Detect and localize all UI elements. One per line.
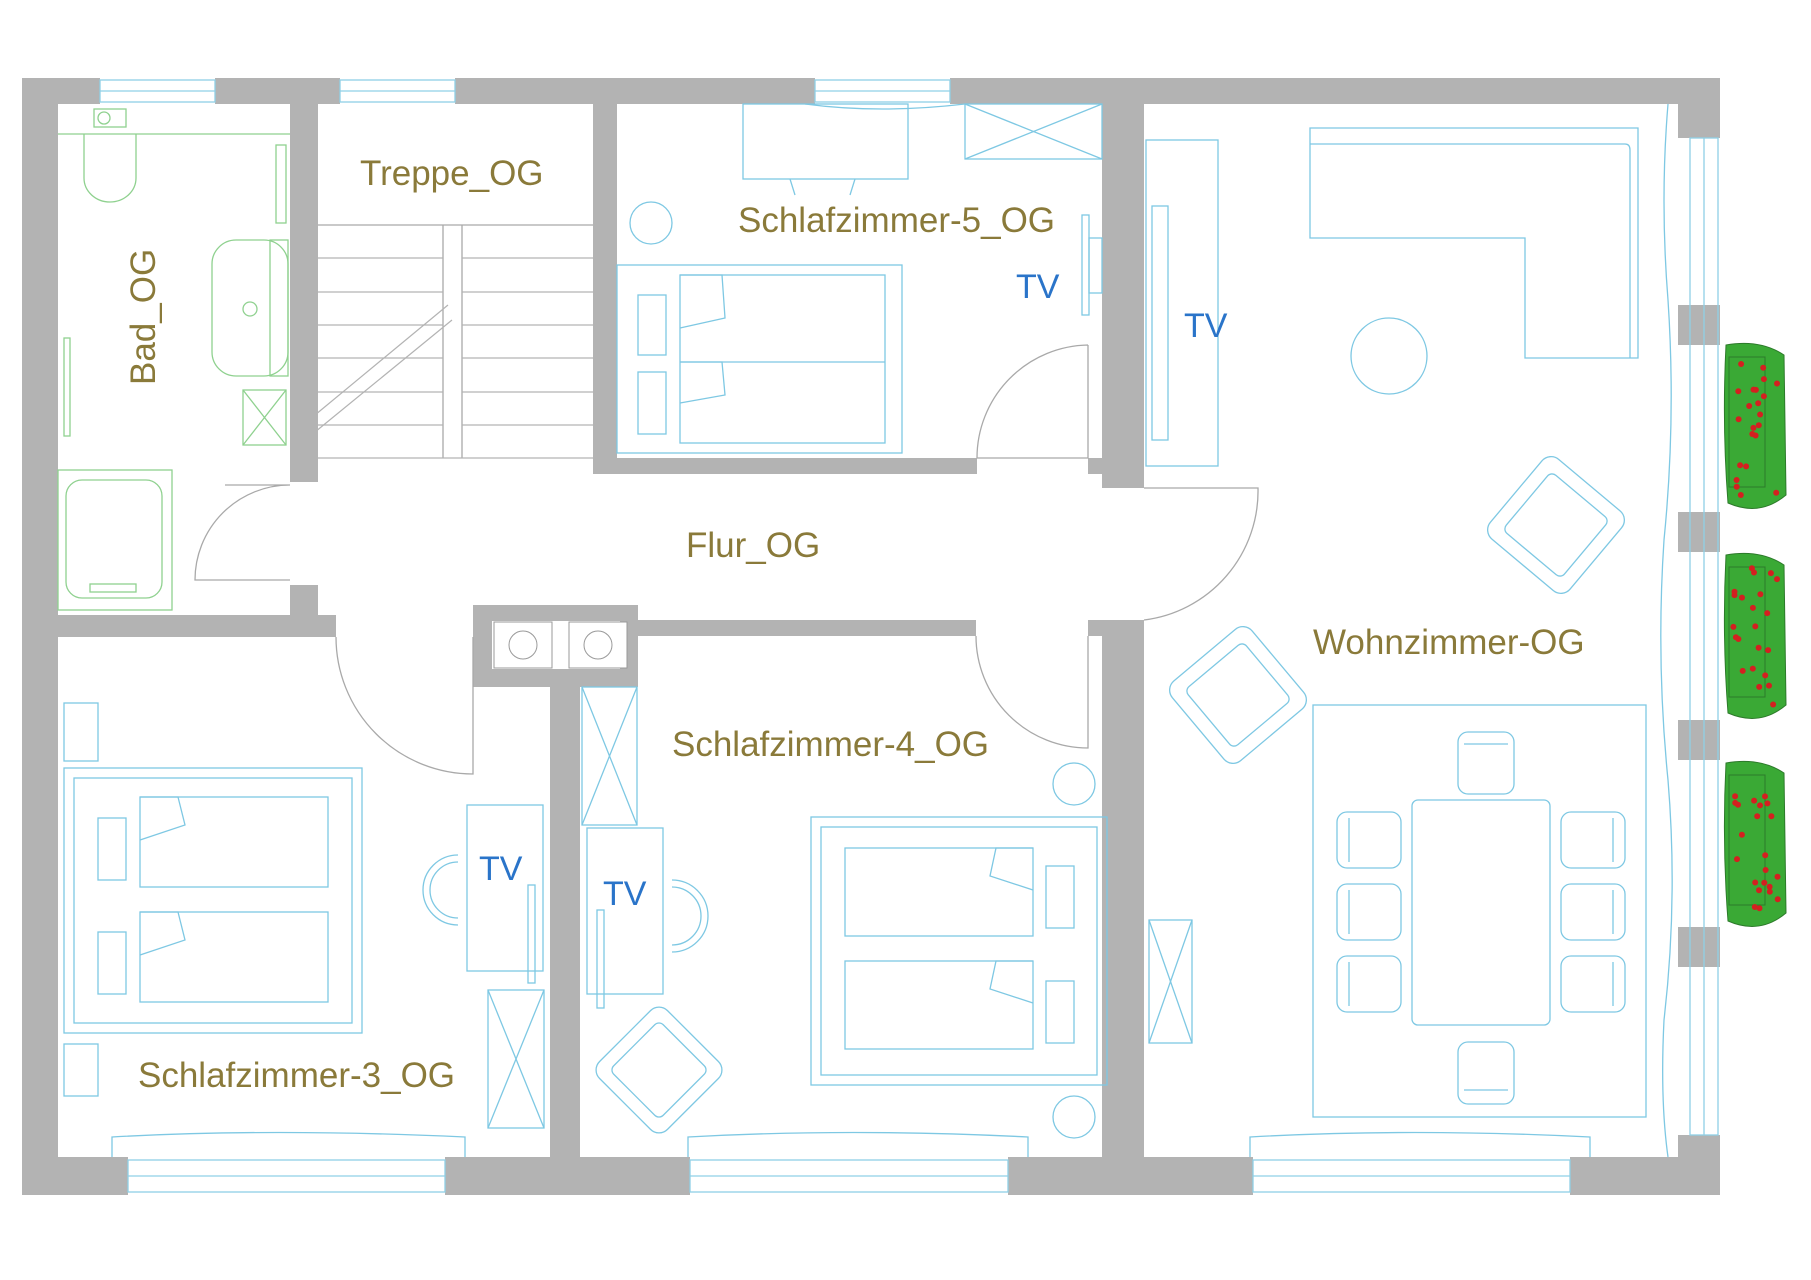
shaft xyxy=(490,619,628,671)
bed3-bed-frame xyxy=(63,767,363,1034)
living-tv-unit xyxy=(1145,139,1219,467)
wall-left xyxy=(22,78,58,1195)
wall-bed3-bed4 xyxy=(550,687,580,1157)
bed5-plant xyxy=(629,201,673,245)
wall-bed5-bottom xyxy=(593,458,977,474)
bathtub xyxy=(57,469,173,611)
living-sofa xyxy=(1309,127,1639,359)
toilet-tank xyxy=(93,108,127,128)
room-label-staircase: Treppe_OG xyxy=(360,154,544,193)
bed4-plant-bottom xyxy=(1052,1095,1096,1139)
wall-right-pier-3 xyxy=(1678,720,1720,760)
bed4-bed-frame xyxy=(810,816,1108,1086)
bed4-plant-top xyxy=(1052,762,1096,806)
wall-stair-bed5 xyxy=(593,104,617,474)
bed3-side-cabinet xyxy=(63,1043,99,1097)
doors xyxy=(194,344,1259,775)
windows xyxy=(99,79,1719,1193)
bedroom4-furniture xyxy=(581,686,1108,1139)
bed3-shelf xyxy=(63,702,99,762)
tv-label-bedroom5: TV xyxy=(1016,268,1060,306)
room-label-bedroom4: Schlafzimmer-4_OG xyxy=(672,725,989,764)
bathroom-fixtures xyxy=(57,108,290,611)
walls xyxy=(22,78,1720,1195)
shower-tray xyxy=(242,389,287,446)
wall-h-left xyxy=(58,615,336,637)
bed3-wardrobe xyxy=(487,989,545,1129)
living-cabinet xyxy=(1148,919,1193,1044)
dining-table xyxy=(1411,799,1551,1026)
tv-label-bedroom3: TV xyxy=(479,850,523,888)
wall-right-pier-4 xyxy=(1678,927,1720,967)
washbasin xyxy=(211,239,289,377)
bed4-armchair xyxy=(595,1006,723,1134)
room-label-bedroom5: Schlafzimmer-5_OG xyxy=(738,201,1055,240)
planters xyxy=(1723,342,1787,927)
bed5-wardrobe xyxy=(964,103,1103,160)
living-armchair-2 xyxy=(1168,625,1308,765)
toilet-bowl xyxy=(83,134,137,203)
bed4-wardrobe xyxy=(581,686,638,826)
living-armchair-1 xyxy=(1486,455,1626,595)
room-label-hallway: Flur_OG xyxy=(686,526,820,565)
bedroom3-furniture xyxy=(63,702,545,1129)
door-living xyxy=(1143,487,1259,621)
room-label-bathroom: Bad_OG xyxy=(124,249,163,385)
wall-h-bed4-top xyxy=(638,620,976,636)
bedroom5-furniture xyxy=(616,103,1103,454)
wall-top-3 xyxy=(455,78,815,104)
bed4-chair xyxy=(671,879,709,953)
planter-2 xyxy=(1723,552,1787,719)
wall-right-bottom xyxy=(1678,1135,1720,1195)
door-bedroom3 xyxy=(335,636,474,775)
tv-label-living: TV xyxy=(1184,307,1228,345)
living-rug xyxy=(1312,704,1647,1118)
tv-label-bedroom4: TV xyxy=(603,875,647,913)
living-coffee-table xyxy=(1350,317,1428,395)
bed4-desk xyxy=(586,827,664,995)
door-bedroom4 xyxy=(975,635,1089,749)
bed5-bed-frame xyxy=(616,264,903,454)
door-bathroom xyxy=(194,484,291,581)
wall-bath-stub xyxy=(290,585,318,615)
wall-bed5-living xyxy=(1102,104,1144,488)
bed5-desk xyxy=(742,103,909,180)
wall-bed4-living xyxy=(1102,620,1144,1157)
dining-chairs xyxy=(1336,731,1626,1105)
wall-bath-stair xyxy=(290,104,318,482)
wall-right-pier-1 xyxy=(1678,305,1720,345)
staircase xyxy=(314,224,593,459)
wall-bottom-2 xyxy=(445,1157,690,1195)
bed3-chair xyxy=(422,854,459,926)
towel-rail xyxy=(275,144,287,224)
wall-top-4 xyxy=(950,78,1720,104)
wall-right-top xyxy=(1678,78,1720,138)
bed3-desk xyxy=(466,804,544,972)
room-label-living: Wohnzimmer-OG xyxy=(1313,623,1585,662)
bed5-tv-stand xyxy=(1081,214,1090,316)
door-bedroom5 xyxy=(976,344,1089,459)
wall-bed5-bottom-stub xyxy=(1088,458,1102,474)
wall-right-pier-2 xyxy=(1678,512,1720,552)
wall-bottom-3 xyxy=(1008,1157,1253,1195)
wall-top-2 xyxy=(215,78,340,104)
room-label-bedroom3: Schlafzimmer-3_OG xyxy=(138,1056,455,1095)
living-furniture xyxy=(1145,127,1647,1118)
